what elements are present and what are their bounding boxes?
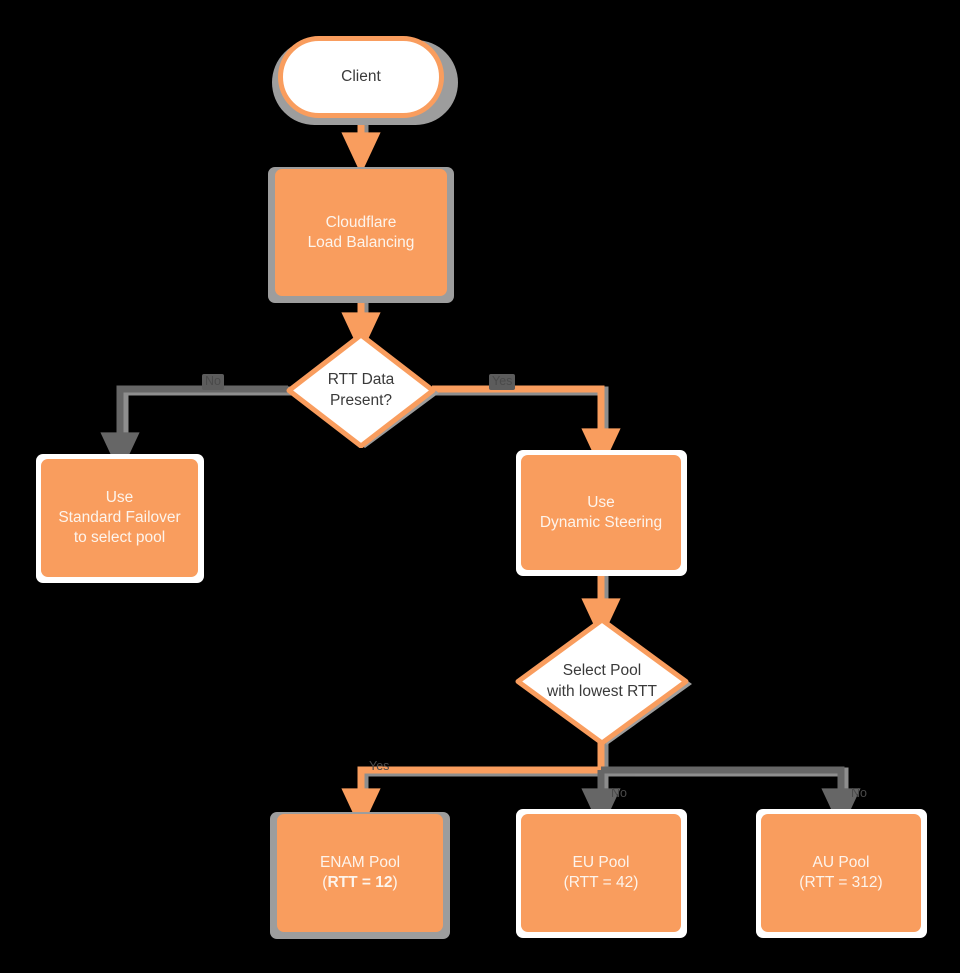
eu-pool-rtt-open: (: [563, 874, 569, 891]
enam-pool-node[interactable]: ENAM Pool (RTT = 12): [277, 814, 443, 932]
select-pool-text: Select Pool with lowest RTT: [512, 618, 692, 745]
load-balancing-node[interactable]: Cloudflare Load Balancing: [275, 169, 447, 296]
eu-pool-rtt: (RTT = 42): [564, 873, 639, 893]
edge-label-rtt-yes: Yes: [489, 374, 516, 390]
au-pool-rtt-open: (: [799, 874, 805, 891]
au-pool-rtt: (RTT = 312): [799, 873, 882, 893]
enam-pool-rtt-value: RTT = 12: [327, 874, 393, 891]
rtt-decision-line1: RTT Data: [327, 371, 395, 389]
rtt-decision-node[interactable]: RTT Data Present?: [283, 333, 439, 448]
eu-pool-rtt-close: ): [633, 874, 639, 891]
edge-rtt-to-steering: [432, 385, 621, 471]
rtt-decision-text: RTT Data Present?: [283, 333, 439, 448]
standard-failover-line2: Standard Failover: [58, 509, 181, 527]
standard-failover-line1: Use: [105, 489, 134, 507]
au-pool-node[interactable]: AU Pool (RTT = 312): [761, 814, 921, 932]
enam-pool-rtt: (RTT = 12): [320, 873, 400, 893]
edge-selectpool-to-enam: [341, 742, 605, 831]
select-pool-diamond-shape: [515, 618, 692, 745]
edge-label-rtt-no: No: [202, 374, 224, 390]
load-balancing-line1: Cloudflare: [325, 213, 397, 231]
edge-rtt-to-failover: [100, 385, 288, 475]
edge-label-pool-au: No: [851, 786, 867, 800]
enam-pool-rtt-open: (: [322, 874, 328, 891]
standard-failover-node[interactable]: Use Standard Failover to select pool: [41, 459, 198, 577]
au-pool-rtt-close: ): [877, 874, 883, 891]
eu-pool-rtt-value: RTT = 42: [568, 874, 634, 891]
dynamic-steering-line1: Use: [587, 493, 615, 511]
load-balancing-line2: Load Balancing: [307, 233, 415, 251]
dynamic-steering-line2: Dynamic Steering: [539, 513, 663, 531]
standard-failover-line3: to select pool: [73, 528, 166, 546]
select-pool-line2: with lowest RTT: [547, 682, 657, 700]
enam-pool-line1: ENAM Pool: [319, 854, 401, 872]
edge-label-pool-eu: No: [611, 786, 627, 800]
rtt-decision-line2: Present?: [329, 391, 393, 409]
eu-pool-line1: EU Pool: [572, 854, 630, 872]
client-node[interactable]: Client: [278, 36, 444, 118]
dynamic-steering-node[interactable]: Use Dynamic Steering: [521, 455, 681, 570]
eu-pool-node[interactable]: EU Pool (RTT = 42): [521, 814, 681, 932]
enam-pool-rtt-close: ): [392, 874, 398, 891]
edge-label-pool-enam: Yes: [369, 759, 390, 773]
rtt-decision-diamond-shape: [286, 333, 439, 448]
client-node-label: Client: [341, 68, 381, 86]
au-pool-rtt-value: RTT = 312: [804, 874, 878, 891]
select-pool-node[interactable]: Select Pool with lowest RTT: [512, 618, 692, 745]
select-pool-line1: Select Pool: [562, 662, 642, 680]
au-pool-line1: AU Pool: [812, 854, 870, 872]
edge-selectpool-to-au: [601, 766, 861, 831]
